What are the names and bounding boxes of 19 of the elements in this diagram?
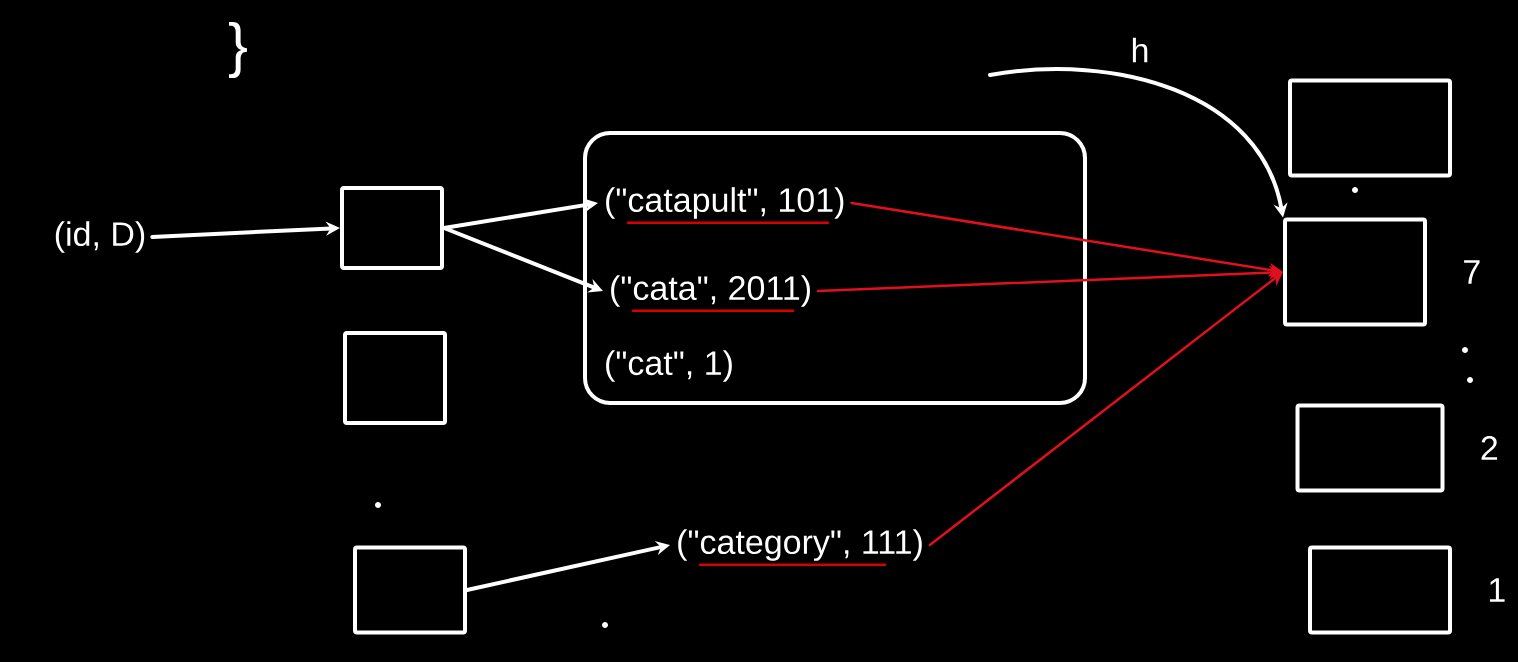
box [343, 331, 447, 425]
box [1283, 217, 1427, 327]
tuple-text: ("cat", 1) [606, 350, 732, 382]
tuple-text: ("catapult", 101) [606, 187, 844, 219]
brace: } [229, 22, 247, 78]
group-box [583, 131, 1087, 405]
bucket-number: 2 [1481, 436, 1498, 460]
box [1308, 545, 1452, 635]
box [340, 186, 444, 270]
input-text: (id, D) [55, 221, 145, 253]
box [1295, 403, 1445, 493]
edge-label: h [1132, 37, 1148, 63]
arrow [928, 272, 1283, 547]
box [1288, 78, 1452, 178]
box [353, 545, 467, 635]
tuple-text: ("cata", 2011) [611, 275, 810, 307]
tuple-text: ("category", 111) [678, 529, 922, 561]
bucket-number: 1 [1489, 578, 1505, 602]
bucket-number: 7 [1464, 260, 1480, 284]
